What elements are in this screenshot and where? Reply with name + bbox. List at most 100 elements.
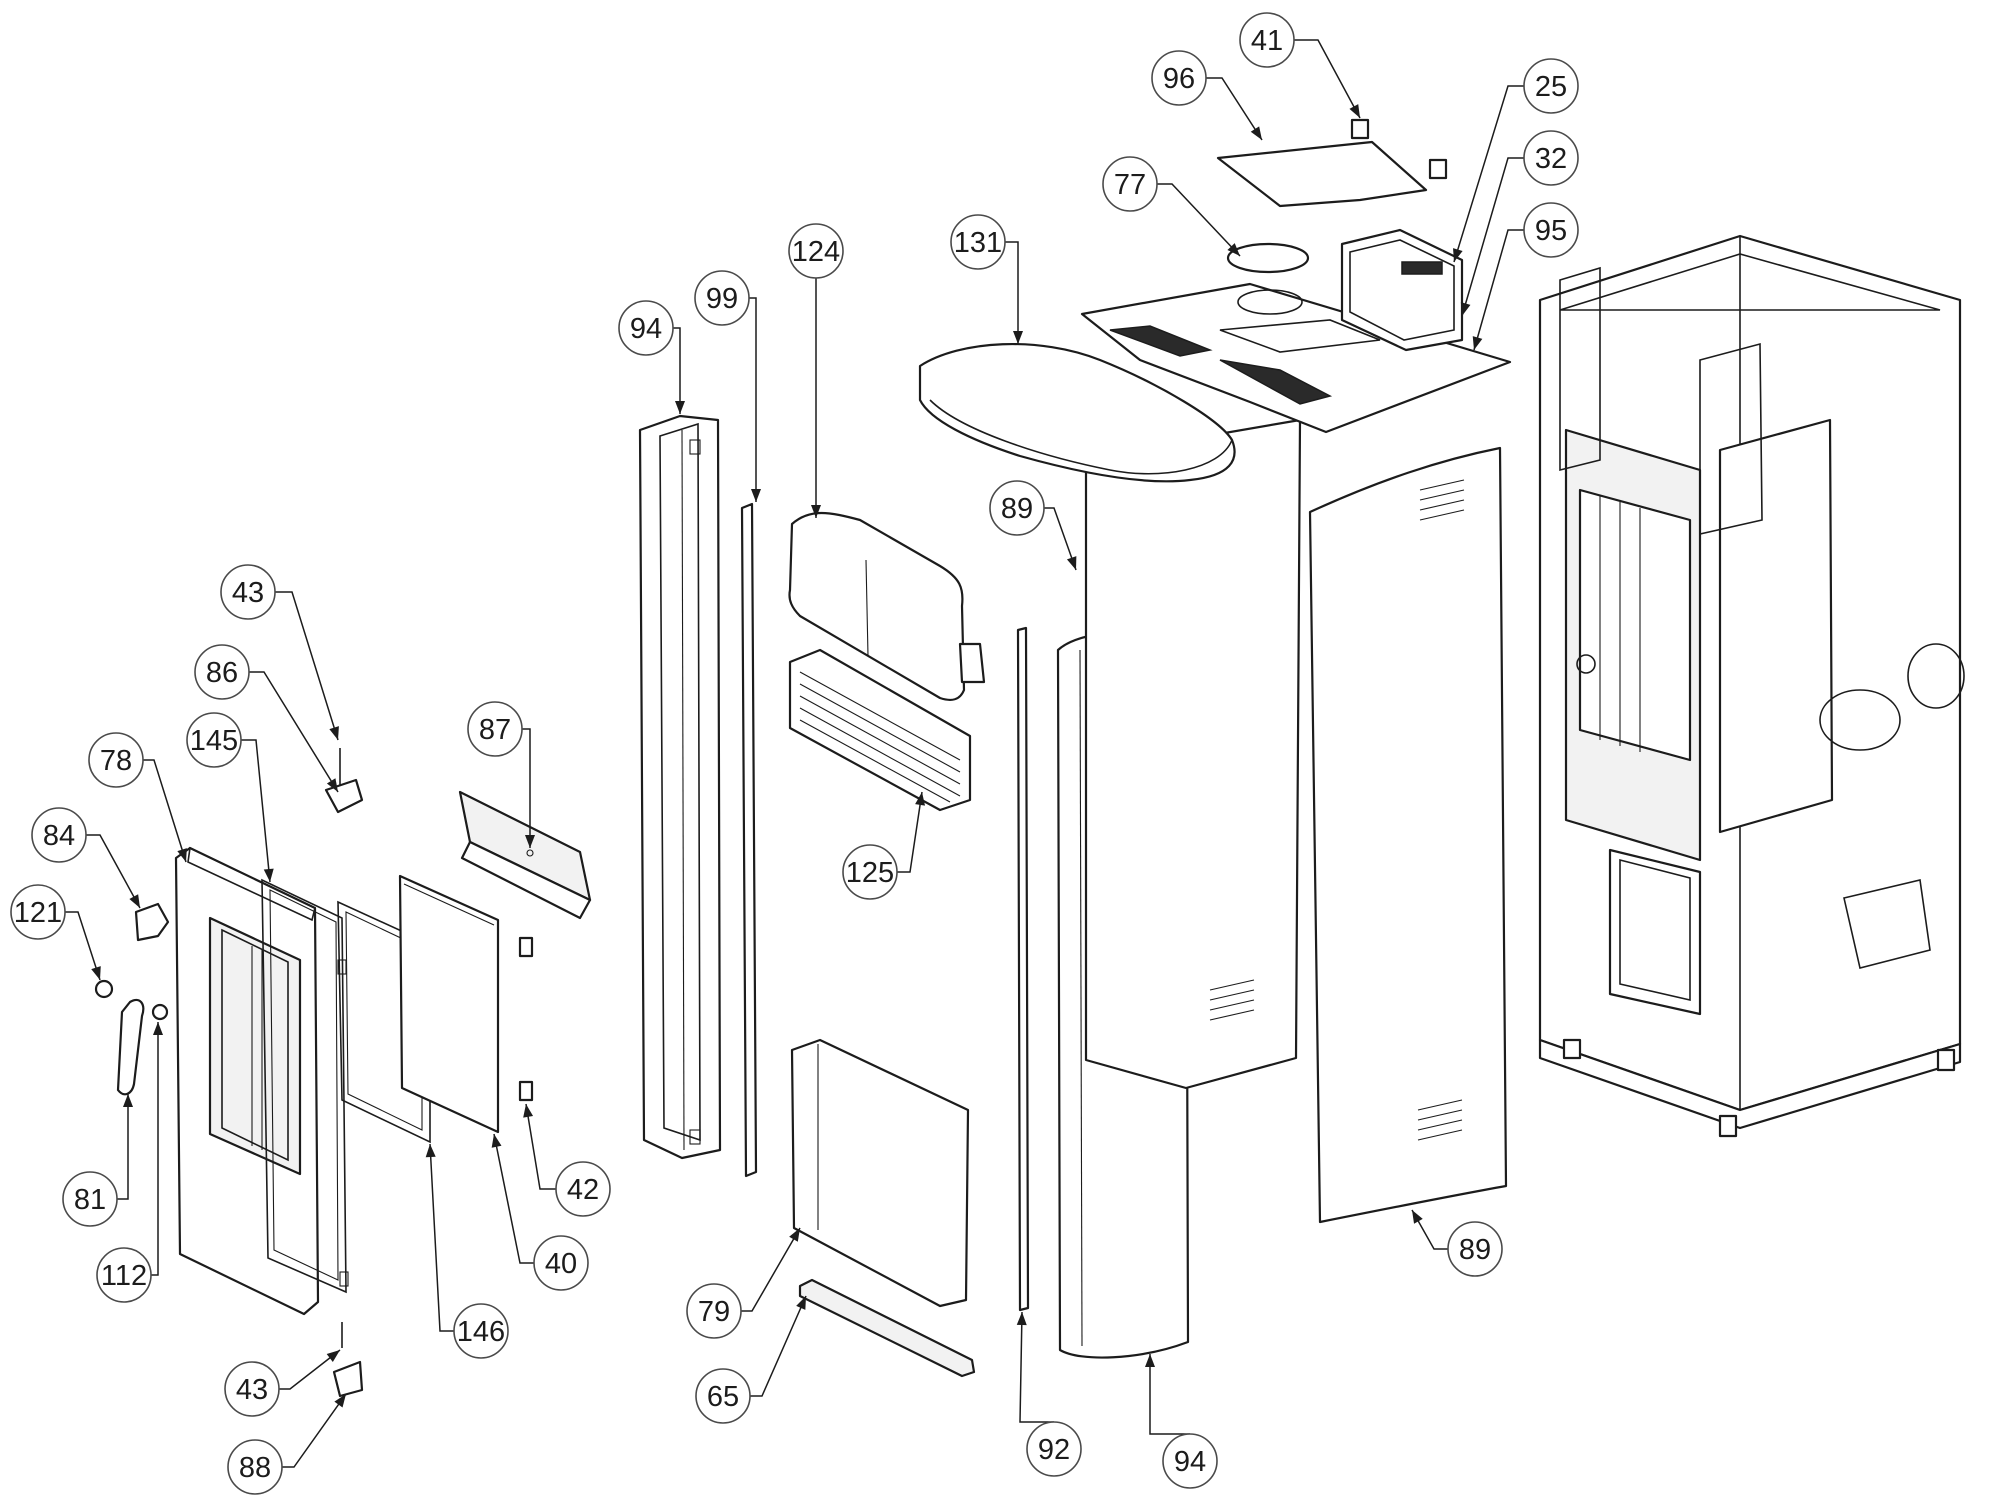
leader-line [493,1133,534,1264]
leader-line [741,1227,801,1312]
callout-circle [1523,58,1579,114]
top-cover-part [918,342,1236,483]
callout-number: 43 [232,577,264,609]
leader-arrowhead [326,778,338,792]
callout-number: 41 [1251,25,1283,57]
callout-circle [1523,130,1579,186]
leader-arrowhead [129,894,140,908]
callout-circle [96,1247,152,1303]
leader-arrowhead [915,792,926,806]
leader-line [525,1103,556,1190]
callout-number: 145 [190,725,238,757]
leader-arrowhead [1460,302,1471,316]
callout-number: 94 [1174,1446,1206,1478]
callout-65: 65 [695,1295,807,1424]
callout-circle [694,270,750,326]
leader-line [241,739,271,883]
callout-circle [686,1283,742,1339]
callout-124: 124 [788,223,844,518]
callout-112: 112 [96,1022,163,1303]
callout-circle [842,844,898,900]
leader-arrowhead [811,505,821,518]
callout-number: 78 [100,745,132,777]
callout-81: 81 [62,1094,133,1227]
callout-94: 94 [618,300,685,414]
callout-32: 32 [1460,130,1579,317]
callout-88: 88 [227,1393,347,1495]
leader-line [749,297,757,502]
leader-line [1157,183,1241,257]
callout-circle [224,1361,280,1417]
leader-line [249,671,339,793]
leader-line [143,759,187,863]
leader-arrowhead [751,489,761,502]
leader-line [1453,85,1524,263]
callout-number: 95 [1535,215,1567,247]
hinge-bottom-part [332,1360,364,1398]
leader-line [1019,1311,1054,1423]
leader-arrowhead [123,1094,133,1107]
leader-line [282,1393,347,1468]
callout-number: 125 [846,857,894,889]
leader-line [1005,241,1019,344]
callout-number: 124 [792,236,840,268]
leader-arrowhead [153,1022,163,1035]
control-panel-part [1340,228,1464,352]
door-panel-part [174,846,320,1316]
callout-circle [227,1439,283,1495]
callout-circle [186,712,242,768]
leader-line [750,1295,807,1397]
callout-95: 95 [1472,202,1579,351]
glass-frame-part [337,900,431,1144]
callout-circle [1447,1221,1503,1277]
callout-40: 40 [491,1133,589,1291]
leader-line [275,591,339,741]
leader-arrowhead [675,401,685,414]
latch-part [134,902,170,942]
callout-circle [88,732,144,788]
callout-number: 99 [706,283,738,315]
callout-circle [1102,156,1158,212]
callout-circle [788,223,844,279]
leader-arrowhead [796,1296,806,1310]
callout-circle [62,1171,118,1227]
callout-circle [1162,1433,1218,1489]
callout-84: 84 [31,807,141,909]
round-cover-part [1226,242,1310,274]
leader-line [522,728,531,848]
callout-number: 65 [707,1381,739,1413]
nut-part [94,979,114,999]
callout-circle [1523,202,1579,258]
callout-43: 43 [224,1349,341,1417]
leader-line [151,1022,159,1276]
callout-42: 42 [523,1103,611,1217]
callout-145: 145 [186,712,274,883]
callout-number: 146 [457,1316,505,1348]
callout-circle [1026,1421,1082,1477]
leader-line [86,834,141,909]
front-cover-part [788,512,986,701]
leader-line [1149,1354,1190,1435]
callout-circle [950,214,1006,270]
callout-number: 40 [545,1248,577,1280]
callout-87: 87 [467,701,535,848]
callout-circle [1151,50,1207,106]
callout-99: 99 [694,270,761,502]
leader-arrowhead [523,1104,534,1118]
callout-number: 77 [1114,169,1146,201]
callout-number: 88 [239,1452,271,1484]
leader-line [65,911,101,981]
callout-number: 96 [1163,63,1195,95]
callout-circle [1239,12,1295,68]
callout-circle [467,701,523,757]
callout-circle [194,644,250,700]
stove-frame [1538,234,1965,1138]
callout-circle [31,807,87,863]
callout-circle [533,1235,589,1291]
callout-number: 84 [43,820,75,852]
callout-circle [555,1161,611,1217]
callout-number: 25 [1535,71,1567,103]
callout-number: 92 [1038,1434,1070,1466]
